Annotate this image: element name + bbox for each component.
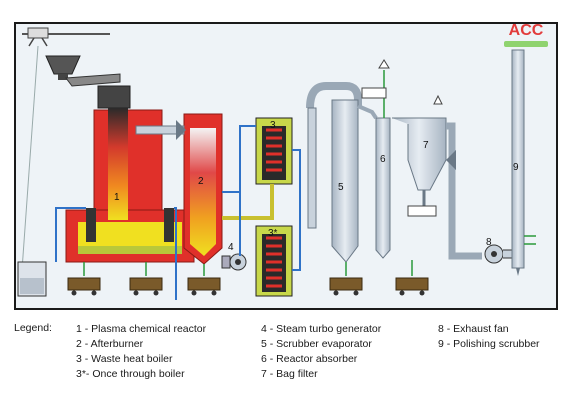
duct-1-2 [135,120,186,140]
legend-item: 7 - Bag filter [261,368,318,380]
label-6: 6 [380,154,386,165]
legend-column-1: 1 - Plasma chemical reactor 2 - Afterbur… [76,322,206,382]
legend-title: Legend: [14,322,52,334]
legend-item: 5 - Scrubber evaporator [261,338,372,350]
legend-item: 6 - Reactor absorber [261,353,358,365]
afterburner [183,113,223,265]
scrubber-evaporator [306,82,362,263]
legend-item: 9 - Polishing scrubber [438,338,540,350]
legend-item: 2 - Afterburner [76,338,144,350]
label-5: 5 [338,182,344,193]
reactor-absorber [357,59,391,259]
once-through-boiler [255,225,293,297]
label-2: 2 [198,176,204,187]
label-3-star: 3* [268,228,278,239]
plasma-reactor [65,85,195,263]
acc-logo: ACC [500,22,552,48]
legend-item: 1 - Plasma chemical reactor [76,323,207,335]
label-7: 7 [423,140,429,151]
label-8: 8 [486,237,492,248]
legend: Legend: 1 - Plasma chemical reactor 2 - … [14,318,564,396]
bag-filter [392,94,447,217]
equipment-numbers: 1 2 3 3* 4 5 6 7 8 9 [114,120,519,253]
legend-column-2: 4 - Steam turbo generator 5 - Scrubber e… [261,322,381,382]
label-9: 9 [513,162,519,173]
legend-item: 3 - Waste heat boiler [76,353,173,365]
polishing-scrubber [511,49,536,276]
label-1: 1 [114,192,120,203]
exhaust-duct [446,122,482,260]
waste-heat-boiler [255,117,293,185]
legend-item: 3*- Once through boiler [76,368,185,380]
logo-text: ACC [508,22,544,39]
steam-water-lines [55,125,301,300]
legend-item: 8 - Exhaust fan [438,323,509,335]
feed-hopper [45,55,121,87]
turbo-generator [221,253,247,271]
legend-column-3: 8 - Exhaust fan 9 - Polishing scrubber [438,322,540,352]
legend-item: 4 - Steam turbo generator [261,323,382,335]
logo-bar [504,41,548,47]
label-3: 3 [270,120,276,131]
label-4: 4 [228,242,234,253]
ash-outlets [67,260,429,296]
feed-crane [17,27,110,297]
hot-gas-line [222,184,274,220]
